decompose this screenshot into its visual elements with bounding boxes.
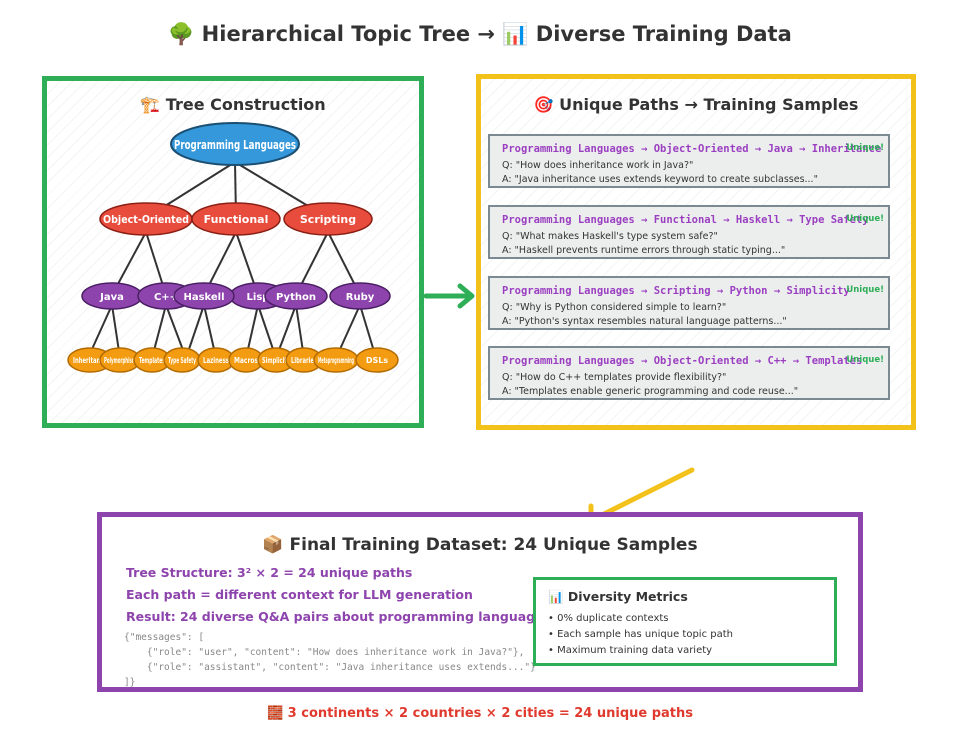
unique-badge: Unique!: [846, 214, 884, 224]
code-line: ]}: [124, 677, 136, 688]
diversity-metrics-box: 📊 Diversity Metrics • 0% duplicate conte…: [533, 577, 837, 666]
arrow-tree-to-paths: [423, 283, 475, 309]
card-question: Q: "How does inheritance work in Java?": [502, 160, 694, 171]
metrics-item: • Each sample has unique topic path: [548, 629, 733, 640]
dataset-line: Each path = different context for LLM ge…: [126, 587, 473, 602]
metrics-title: 📊 Diversity Metrics: [548, 589, 688, 604]
tree-edges: [87, 161, 377, 359]
tree-label-libraries: Libraries: [291, 356, 317, 365]
summary-footer: 🧱 3 continents × 2 countries × 2 cities …: [266, 706, 694, 721]
code-line: {"role": "assistant", "content": "Java i…: [124, 662, 536, 673]
tree-level3: Inheritance Polymorphism Templates Type …: [67, 347, 399, 373]
unique-badge: Unique!: [846, 143, 884, 153]
code-line: {"messages": [: [124, 632, 205, 643]
tree-label-dsls: DSLs: [366, 356, 389, 365]
tree-label-functional: Functional: [204, 213, 269, 226]
card-path: Programming Languages → Object-Oriented …: [502, 355, 863, 367]
tree-level2: Java C++ Lisp Haskell Python Ruby: [81, 282, 391, 310]
card-answer: A: "Templates enable generic programming…: [502, 386, 799, 397]
tree-label-object-oriented: Object-Oriented: [103, 213, 189, 226]
dataset-line: Tree Structure: 3² × 2 = 24 unique paths: [126, 565, 413, 580]
tree-node-root: [170, 122, 300, 166]
sample-card: Programming Languages → Scripting → Pyth…: [488, 276, 890, 330]
card-answer: A: "Python's syntax resembles natural la…: [502, 316, 787, 327]
card-question: Q: "What makes Haskell's type system saf…: [502, 231, 718, 242]
tree-label-templates: Templates: [139, 356, 165, 365]
tree-node-python: [264, 282, 328, 310]
tree-label-haskell: Haskell: [183, 292, 224, 303]
tree-label-scripting: Scripting: [300, 213, 356, 226]
metrics-item: • 0% duplicate contexts: [548, 613, 669, 624]
tree-label-metaprogramming: Metaprogramming: [318, 356, 354, 365]
tree-label-laziness: Laziness: [203, 356, 229, 365]
card-question: Q: "How do C++ templates provide flexibi…: [502, 372, 727, 383]
sample-card: Programming Languages → Object-Oriented …: [488, 346, 890, 400]
card-path: Programming Languages → Functional → Has…: [502, 214, 869, 226]
paths-panel-title: 🎯 Unique Paths → Training Samples: [533, 95, 859, 114]
sample-card: Programming Languages → Functional → Has…: [488, 205, 890, 259]
metrics-item: • Maximum training data variety: [548, 645, 713, 656]
tree-label-lisp: Lisp: [247, 292, 270, 303]
sample-card: Programming Languages → Object-Oriented …: [488, 134, 890, 188]
tree-label-polymorphism: Polymorphism: [104, 356, 136, 365]
unique-badge: Unique!: [846, 355, 884, 365]
tree-node-scripting: [283, 202, 373, 236]
card-path: Programming Languages → Scripting → Pyth…: [502, 285, 850, 297]
tree-level1: Object-Oriented Functional Scripting: [99, 202, 373, 236]
page-title: 🌳 Hierarchical Topic Tree → 📊 Diverse Tr…: [168, 22, 792, 46]
card-answer: A: "Java inheritance uses extends keywor…: [502, 174, 818, 185]
card-answer: A: "Haskell prevents runtime errors thro…: [502, 245, 786, 256]
tree-panel-title: 🏗️ Tree Construction: [140, 95, 326, 114]
dataset-line: Result: 24 diverse Q&A pairs about progr…: [126, 609, 552, 624]
tree-node-dsls: [355, 347, 399, 373]
code-line: {"role": "user", "content": "How does in…: [124, 647, 525, 658]
unique-badge: Unique!: [846, 285, 884, 295]
tree-label-java: Java: [99, 292, 124, 303]
card-path: Programming Languages → Object-Oriented …: [502, 143, 882, 155]
tree-node-haskell: [173, 282, 235, 310]
tree-label-root: Programming Languages: [174, 137, 296, 152]
tree-label-inheritance: Inheritance: [73, 356, 107, 365]
tree-label-ruby: Ruby: [346, 292, 375, 303]
dataset-title: 📦 Final Training Dataset: 24 Unique Samp…: [262, 535, 698, 555]
tree-label-macros: Macros: [234, 356, 258, 365]
tree-label-python: Python: [276, 292, 316, 303]
card-question: Q: "Why is Python considered simple to l…: [502, 302, 727, 313]
tree-label-simplicity: Simplicity: [262, 356, 290, 365]
tree-label-cpp: C++: [154, 292, 178, 303]
tree-node-functional: [191, 202, 281, 236]
tree-label-type-safety: Type Safety: [168, 356, 196, 365]
tree-node-ruby: [329, 282, 391, 310]
